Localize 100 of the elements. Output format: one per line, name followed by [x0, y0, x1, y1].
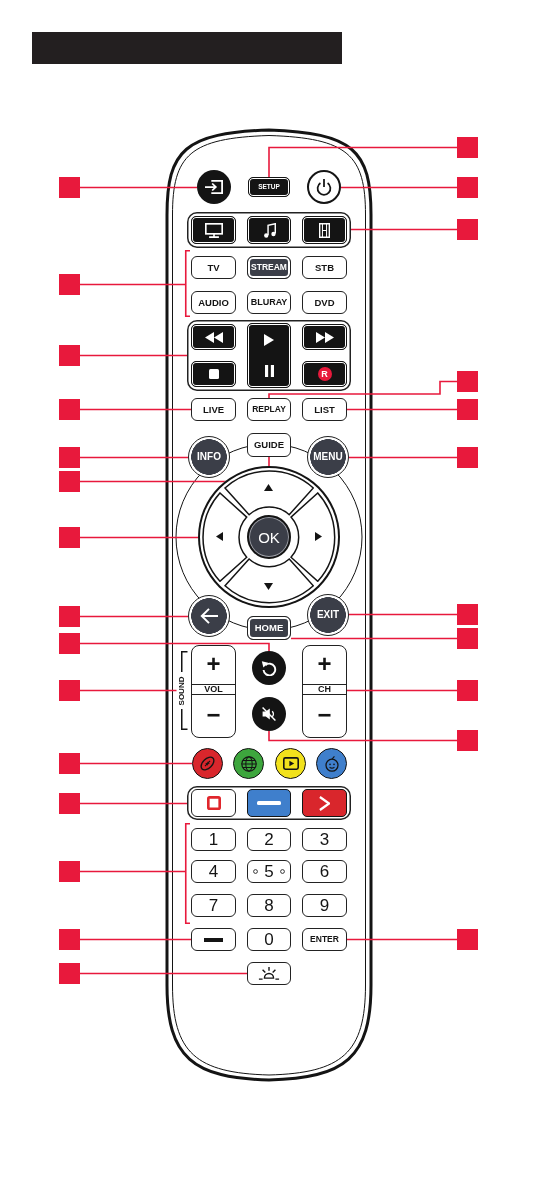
callout-marker — [59, 753, 80, 774]
stb-button: STB — [302, 256, 347, 279]
tv-button: TV — [191, 256, 236, 279]
square-button — [191, 789, 236, 817]
number-key: 0 — [247, 928, 291, 951]
callout-marker — [59, 793, 80, 814]
leader-line — [346, 689, 458, 692]
playback-button-panel — [187, 320, 351, 391]
leader-line — [346, 938, 458, 941]
volume-rocker — [191, 645, 236, 738]
record-button — [302, 361, 347, 387]
callout-marker — [457, 604, 478, 625]
callout-marker — [59, 471, 80, 492]
number-key — [247, 860, 291, 883]
movie-mode-button — [302, 216, 347, 244]
sound-label: SOUND — [176, 675, 187, 706]
callout-marker — [457, 177, 478, 198]
callout-marker — [59, 929, 80, 950]
plus-sign: + — [317, 653, 332, 675]
home-button: HOME — [247, 616, 291, 640]
live-button: LIVE — [191, 398, 236, 421]
callout-marker — [59, 963, 80, 984]
rocker-label: VOL — [192, 684, 235, 695]
record-symbol: R — [317, 367, 332, 381]
stream-button: STREAM — [247, 256, 291, 279]
channel-rocker — [302, 645, 347, 738]
key-label: 5 — [264, 863, 274, 880]
callout-marker — [457, 219, 478, 240]
leader-line — [79, 615, 189, 618]
leader-line — [79, 972, 248, 975]
dvd-button: DVD — [302, 291, 347, 314]
guide-button: GUIDE — [247, 433, 291, 457]
audio-button: AUDIO — [191, 291, 236, 314]
leader-line — [79, 802, 188, 805]
callout-marker — [59, 399, 80, 420]
callout-marker — [457, 399, 478, 420]
leader-line — [290, 637, 458, 640]
number-key: 7 — [191, 894, 236, 917]
callout-marker — [457, 929, 478, 950]
bracket — [185, 823, 190, 924]
callout-marker — [59, 527, 80, 548]
leader-line — [340, 186, 458, 189]
bracket — [185, 250, 190, 317]
callout-marker — [457, 371, 478, 392]
dash-key — [191, 928, 236, 951]
leader-line — [79, 870, 186, 873]
leader-line — [348, 613, 458, 616]
rewind-button — [191, 324, 236, 350]
bluray-button: BLURAY — [247, 291, 291, 314]
mode-button-panel — [187, 212, 351, 248]
leader-line — [346, 408, 458, 411]
play-pause-button — [247, 323, 291, 388]
chevron-button — [302, 789, 347, 817]
leader-line — [79, 938, 192, 941]
shortcut-button-panel — [187, 786, 351, 820]
number-key: 9 — [302, 894, 347, 917]
leader-line — [79, 689, 178, 692]
right-button — [290, 491, 336, 583]
leader-line — [79, 642, 270, 652]
leader-line — [79, 456, 189, 459]
rocker-label: CH — [303, 684, 346, 695]
number-key: 2 — [247, 828, 291, 851]
leader-line — [268, 146, 458, 178]
ok-button: OK — [247, 515, 291, 559]
backlight-button — [247, 962, 291, 985]
number-key: 1 — [191, 828, 236, 851]
callout-marker — [59, 177, 80, 198]
number-key: 8 — [247, 894, 291, 917]
minus-sign: − — [317, 704, 332, 726]
leader-line — [350, 228, 458, 231]
dash-button — [247, 789, 291, 817]
callout-marker — [59, 274, 80, 295]
up-button — [223, 470, 315, 516]
number-key: 3 — [302, 828, 347, 851]
leader-line — [348, 456, 458, 459]
callout-marker — [457, 137, 478, 158]
sound-bracket — [176, 651, 187, 730]
leader-line — [79, 762, 193, 765]
callout-marker — [59, 680, 80, 701]
plus-sign: + — [206, 653, 221, 675]
number-key: 6 — [302, 860, 347, 883]
stop-button — [191, 361, 236, 387]
list-button: LIST — [302, 398, 347, 421]
down-button — [223, 558, 315, 604]
title-bar — [32, 32, 342, 64]
fast-forward-button — [302, 324, 347, 350]
leader-line — [79, 186, 198, 189]
callout-marker — [59, 861, 80, 882]
leader-line — [79, 536, 199, 539]
leader-line — [268, 380, 458, 399]
callout-marker — [457, 730, 478, 751]
leader-line — [79, 408, 192, 411]
tv-mode-button — [191, 216, 236, 244]
callout-marker — [457, 447, 478, 468]
callout-marker — [59, 633, 80, 654]
replay-button: REPLAY — [247, 398, 291, 421]
minus-sign: − — [206, 704, 221, 726]
enter-button: ENTER — [302, 928, 347, 951]
music-mode-button — [247, 216, 291, 244]
leader-line — [79, 354, 188, 357]
